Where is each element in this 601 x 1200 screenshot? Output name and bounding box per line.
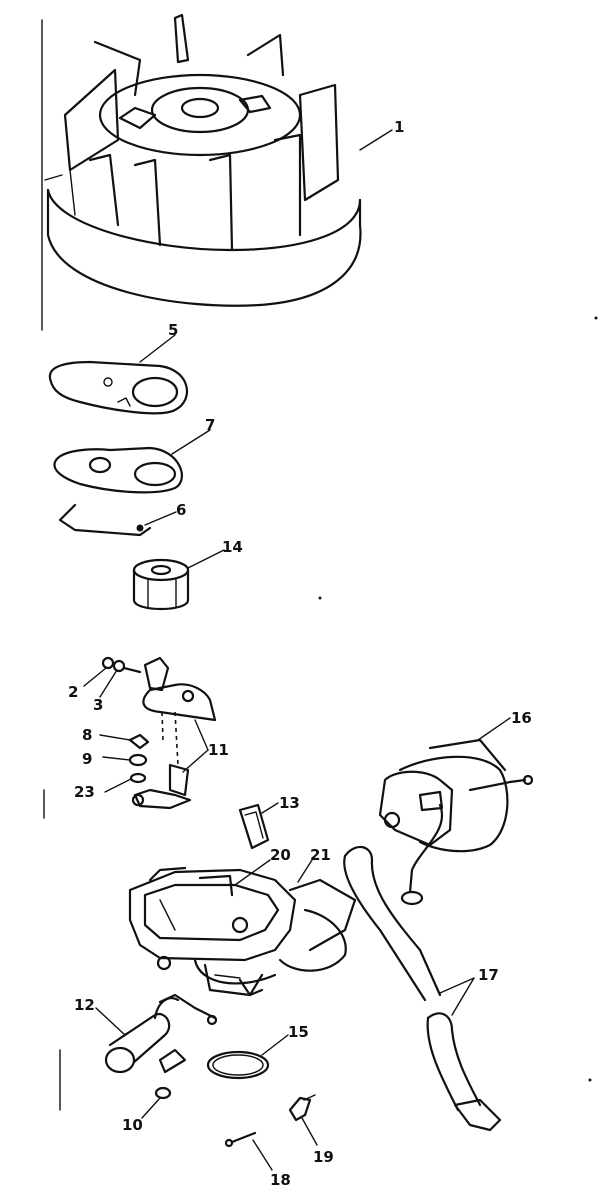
callout-labels: 1 5 7 6 14 2 3 8 9 23 11 16 13 20 21 17 … <box>68 118 532 1189</box>
part-15-ring <box>206 1050 270 1080</box>
callout-19: 19 <box>313 1148 334 1166</box>
part-5-plate <box>48 360 189 415</box>
callout-2: 2 <box>68 683 78 701</box>
part-16-coil <box>378 738 534 906</box>
part-19-clip <box>288 1094 316 1122</box>
callout-6: 6 <box>176 501 186 519</box>
callout-3: 3 <box>93 696 103 714</box>
part-10-washer <box>154 1086 172 1100</box>
callout-20: 20 <box>270 846 291 864</box>
callout-8: 8 <box>82 726 92 744</box>
callout-13: 13 <box>279 794 300 812</box>
callout-17: 17 <box>478 966 499 984</box>
part-14-bushing <box>132 558 190 610</box>
part-8-9-23-fasteners <box>128 733 150 784</box>
callout-7: 7 <box>205 416 215 434</box>
callout-15: 15 <box>288 1023 309 1041</box>
part-13-pad <box>238 803 270 850</box>
callout-1: 1 <box>394 118 404 136</box>
leader-lines <box>83 129 511 1171</box>
callout-10: 10 <box>122 1116 143 1134</box>
scan-specks <box>318 316 598 1082</box>
callout-16: 16 <box>511 709 532 727</box>
part-17-ht-wire <box>343 846 502 1132</box>
part-6-wire-clip <box>58 503 152 537</box>
part-18-screw <box>224 1131 257 1148</box>
callout-12: 12 <box>74 996 95 1014</box>
callout-21: 21 <box>310 846 331 864</box>
part-20-21-stator-base <box>128 866 357 997</box>
part-7-gasket <box>53 446 183 494</box>
part-11-breaker-bracket <box>131 656 217 810</box>
callout-11: 11 <box>208 741 229 759</box>
callout-18: 18 <box>270 1171 291 1189</box>
callout-14: 14 <box>222 538 243 556</box>
callout-23: 23 <box>74 783 95 801</box>
scan-edge-lines <box>41 19 61 1111</box>
part-12-condenser <box>104 993 218 1074</box>
part-1-flywheel-fan <box>44 13 362 307</box>
callout-5: 5 <box>168 321 178 339</box>
callout-9: 9 <box>82 750 92 768</box>
part-2-3-nut-washer <box>101 656 142 674</box>
